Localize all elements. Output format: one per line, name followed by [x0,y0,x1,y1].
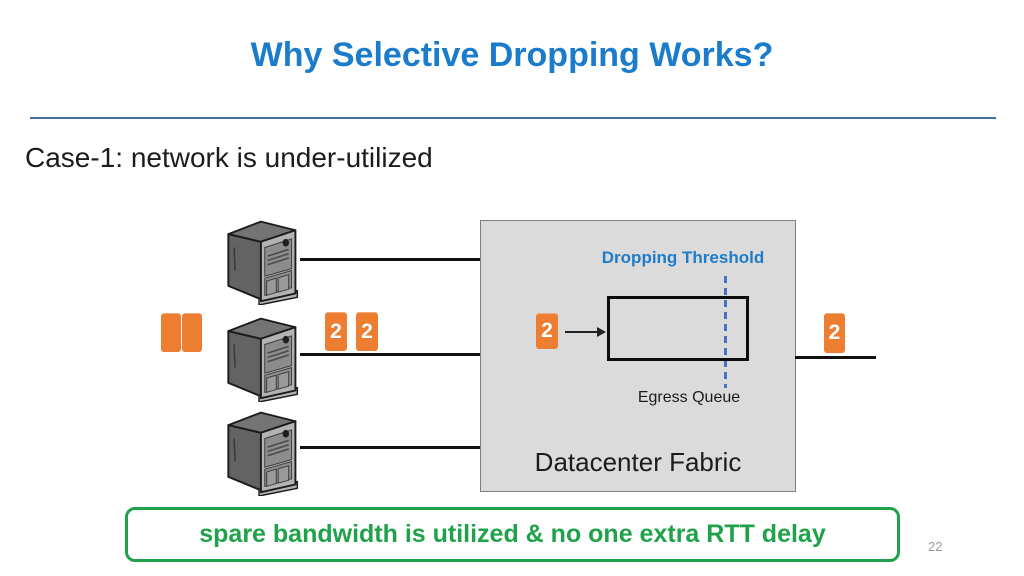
packet: 2 [356,312,378,351]
datacenter-fabric-box: Dropping Threshold Egress Queue Datacent… [480,220,796,492]
egress-queue-rect [607,296,749,361]
title-underline [30,117,996,119]
packet: 2 [824,313,845,353]
packet: 2 [325,312,347,351]
callout-box: spare bandwidth is utilized & no one ext… [125,507,900,562]
page-number: 22 [928,539,943,554]
egress-link-line [795,356,876,359]
server-icon [227,411,299,496]
server-icon [227,317,299,402]
threshold-dashed-line [724,276,727,388]
arrow-shaft [565,331,598,333]
packet [161,313,181,352]
case-heading: Case-1: network is under-utilized [25,142,433,173]
server-icon [227,220,299,305]
slide-title: Why Selective Dropping Works? [250,36,774,74]
server1-link-line [300,258,481,261]
packet [182,313,202,352]
dropping-threshold-label: Dropping Threshold [601,248,765,267]
server3-link-line [300,446,481,449]
server2-link-line [300,353,481,356]
packet-pair [161,313,202,352]
datacenter-fabric-label: Datacenter Fabric [534,447,742,477]
packet: 2 [536,313,558,349]
arrow-head-icon [597,327,606,337]
egress-queue-label: Egress Queue [637,389,741,406]
callout-text: spare bandwidth is utilized & no one ext… [199,520,826,548]
